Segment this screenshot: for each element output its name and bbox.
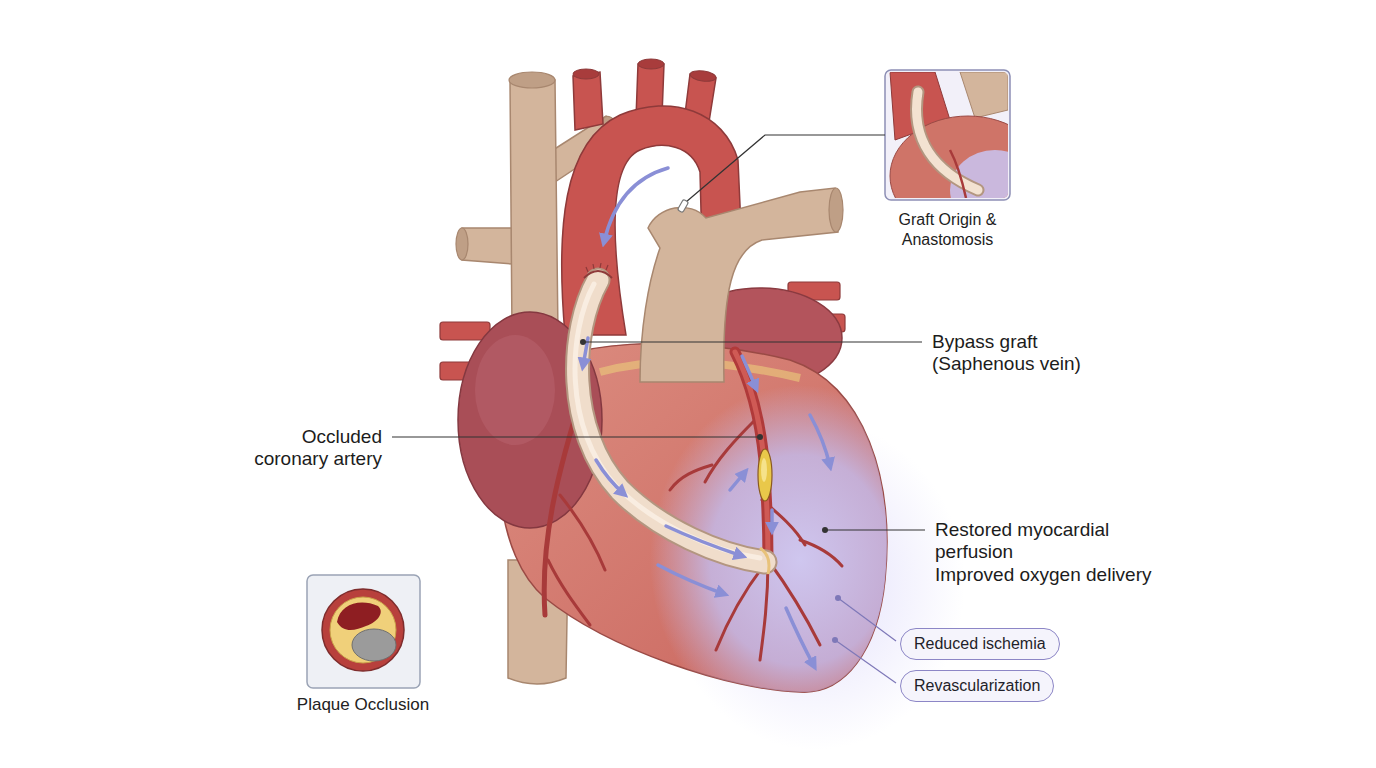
inset-panel: Plaque Occlusion bbox=[269, 575, 457, 715]
outcome-pill: Revascularization bbox=[900, 670, 1054, 702]
outcome-pill: Reduced ischemia bbox=[900, 628, 1060, 660]
inset-panel: Graft Origin & Anastomosis bbox=[881, 70, 1014, 250]
effect-label: Improved oxygen delivery bbox=[935, 564, 1165, 586]
node-text: Plaque Occlusion bbox=[269, 695, 457, 715]
node-text: Reduced ischemia bbox=[914, 634, 1046, 654]
part-label: Occluded coronary artery bbox=[237, 426, 382, 470]
part-label: Bypass graft (Saphenous vein) bbox=[932, 331, 1102, 375]
node-text: Graft Origin & Anastomosis bbox=[881, 210, 1014, 250]
effect-label: Restored myocardial perfusion bbox=[935, 519, 1165, 563]
node-text: Revascularization bbox=[914, 676, 1040, 696]
